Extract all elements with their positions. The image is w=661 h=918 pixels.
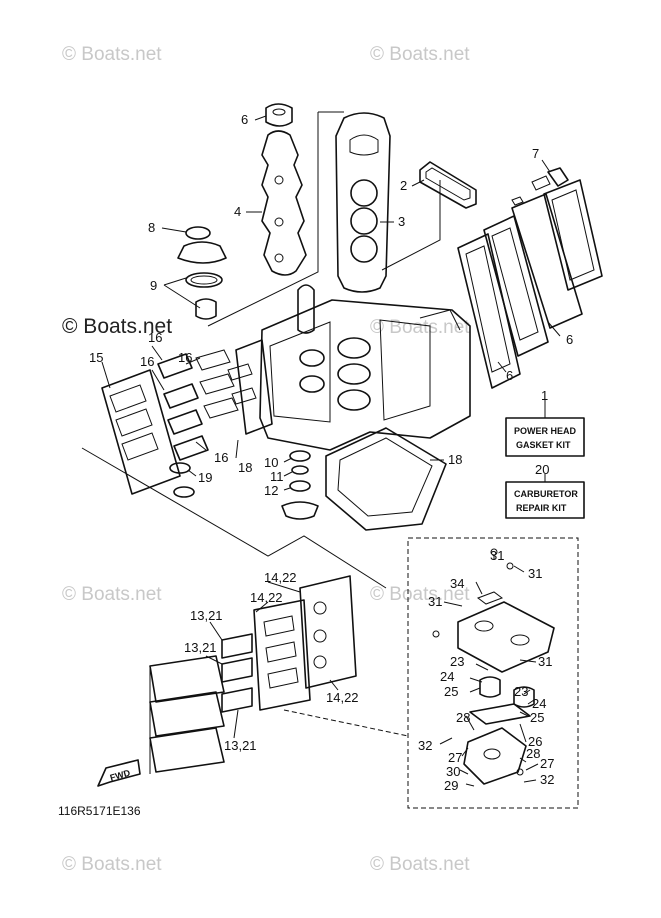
- callout-29: 29: [444, 778, 458, 793]
- callouts: 6 4 3 2 8 9 7 6 6 10 11 12 18 15 16 16 1…: [89, 112, 573, 793]
- connector-lines: [207, 111, 441, 327]
- part-19-gaskets: [169, 462, 195, 498]
- part-2-gasket: [419, 161, 477, 209]
- callout-14-22: 14,22: [264, 570, 297, 585]
- callout-17: 18: [448, 452, 462, 467]
- callout-12: 12: [264, 483, 278, 498]
- callout-13-21: 13,21: [224, 738, 257, 753]
- part-7-fitting: [511, 167, 569, 206]
- callout-28: 28: [526, 746, 540, 761]
- callout-26: 26: [528, 734, 542, 749]
- part-10-11-12-seals: [281, 450, 319, 520]
- callout-11: 11: [270, 469, 284, 484]
- callout-27: 27: [540, 756, 554, 771]
- callout-31: 31: [538, 654, 552, 669]
- callout-15: 15: [89, 350, 103, 365]
- callout-16: 16: [178, 350, 192, 365]
- kit-number-20: 20: [535, 462, 549, 477]
- callout-24: 24: [440, 669, 454, 684]
- power-head-block: [259, 284, 471, 451]
- callout-27: 27: [448, 750, 462, 765]
- callout-24: 24: [532, 696, 546, 711]
- part-14-22-gaskets: [253, 575, 357, 711]
- watermark: © Boats.net: [370, 584, 470, 605]
- part-15-gasket: [101, 369, 181, 495]
- leader-lines: [101, 115, 561, 787]
- callout-19: 19: [198, 470, 212, 485]
- watermark: © Boats.net: [62, 44, 162, 65]
- fwd-arrow: FWD: [97, 759, 141, 787]
- callout-33: 32: [418, 738, 432, 753]
- callout-13-21: 13,21: [190, 608, 223, 623]
- callout-25: 25: [530, 710, 544, 725]
- callout-33: 32: [540, 772, 554, 787]
- callout-28: 28: [456, 710, 470, 725]
- group-lines: [81, 447, 409, 737]
- kit-line2: REPAIR KIT: [516, 503, 567, 513]
- callout-6: 6: [506, 368, 513, 383]
- callout-6: 6: [566, 332, 573, 347]
- callout-14-22: 14,22: [326, 690, 359, 705]
- silencer-housing: [149, 655, 225, 774]
- fwd-label: FWD: [109, 768, 132, 783]
- callout-7: 7: [532, 146, 539, 161]
- part-6-exhaust-covers: [457, 179, 603, 389]
- callout-9: 9: [150, 278, 157, 293]
- callout-4: 4: [234, 204, 241, 219]
- callout-3: 3: [398, 214, 405, 229]
- watermark: © Boats.net: [62, 854, 162, 875]
- callout-31: 31: [428, 594, 442, 609]
- callout-23: 23: [450, 654, 464, 669]
- callout-30: 30: [446, 764, 460, 779]
- callout-14-22: 14,22: [250, 590, 283, 605]
- watermark: © Boats.net: [370, 854, 470, 875]
- callout-32: 31: [490, 548, 504, 563]
- kit-line1: POWER HEAD: [514, 426, 577, 436]
- power-head-kit: 1 POWER HEAD GASKET KIT: [505, 388, 585, 457]
- callout-23: 23: [514, 684, 528, 699]
- part-8-9-thermostat: [177, 226, 227, 320]
- part-17-base-gasket: [325, 427, 447, 531]
- kit-line1: CARBURETOR: [514, 489, 578, 499]
- callout-10: 10: [264, 455, 278, 470]
- callout-16: 16: [140, 354, 154, 369]
- kit-line2: GASKET KIT: [516, 440, 571, 450]
- part-16-gaskets: [157, 353, 209, 461]
- callout-16: 16: [214, 450, 228, 465]
- watermark: © Boats.net: [62, 584, 162, 605]
- callout-34: 34: [450, 576, 464, 591]
- callout-25: 25: [444, 684, 458, 699]
- callout-18: 18: [238, 460, 252, 475]
- carburetor-kit: 20 CARBURETOR REPAIR KIT: [505, 462, 585, 519]
- watermark: © Boats.net: [62, 315, 172, 338]
- callout-13-21: 13,21: [184, 640, 217, 655]
- callout-5: 6: [241, 112, 248, 127]
- diagram-code: 116R5171E136: [58, 804, 141, 818]
- kit-number-1: 1: [541, 388, 548, 403]
- part-18-reed-block: [195, 339, 273, 435]
- callout-8: 8: [148, 220, 155, 235]
- part-5-cover: [265, 103, 293, 127]
- part-3-head-gasket: [335, 112, 391, 293]
- part-13-21-gaskets: [221, 633, 253, 713]
- carburetor-group: [407, 537, 579, 809]
- part-4-gasket: [261, 130, 307, 276]
- callout-32: 31: [528, 566, 542, 581]
- callout-16: 16: [148, 330, 162, 345]
- watermark: © Boats.net: [370, 44, 470, 65]
- callout-2: 2: [400, 178, 407, 193]
